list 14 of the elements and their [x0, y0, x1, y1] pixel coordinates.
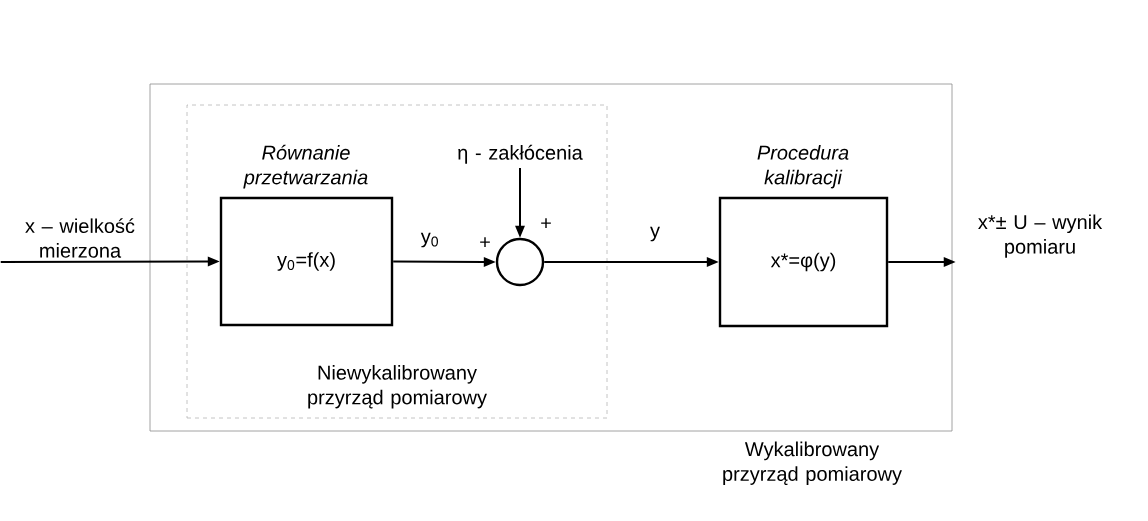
- block-title: Równanie przetwarzania: [243, 144, 368, 189]
- block-title: Procedura kalibracji: [757, 145, 849, 189]
- process-box: x*=φ(y): [718, 196, 889, 328]
- input-label: x – wielkość mierzona: [25, 218, 135, 258]
- process-box: y$_{0}$=f(x): [219, 196, 394, 327]
- sign-label: +: [480, 237, 490, 247]
- disturbance-label: η - zakłócenia: [458, 144, 583, 164]
- box-title: Niewykalibrowany przyrząd pomiarowy: [308, 365, 487, 409]
- edge-label: y: [648, 225, 662, 243]
- edge-label: y$_{0}$: [419, 231, 441, 249]
- summing-junction: [495, 237, 545, 287]
- sign-label: +: [541, 218, 551, 228]
- output-label: x*± U – wynik pomiaru: [978, 214, 1103, 258]
- box-title: Wykalibrowany przyrząd pomiarowy: [723, 441, 902, 485]
